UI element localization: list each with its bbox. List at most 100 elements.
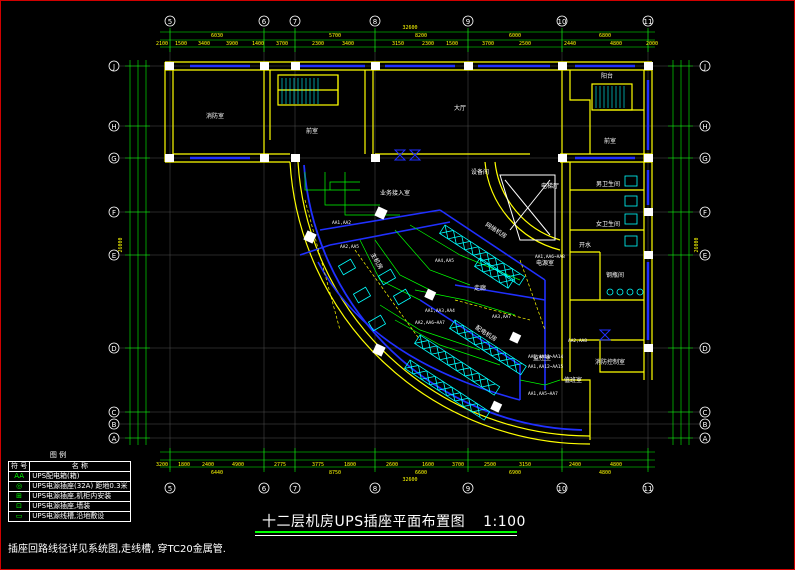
dim-bottom-small-1: 3200 [156,462,168,468]
dim-top-small-7: 2300 [312,41,324,47]
dim-top-seg-5: 6800 [599,33,611,39]
axis-left-A: A [112,435,117,443]
room-antechamber-1: 前室 [306,127,318,135]
legend-name: UPS电源插座,墙装 [29,501,131,512]
circuit-label-1: AA1,AA2 [332,220,351,226]
circuit-label-3: AA4,AA5 [435,258,454,264]
circuit-label-5: AA2,AA6~AA7 [415,320,445,326]
drawing-title: 十二层机房UPS插座平面布置图 [262,514,466,530]
axis-top-8: 8 [373,18,377,26]
axis-right-F: F [703,209,707,217]
machine-room-walls [299,209,546,401]
dim-top-total: 32600 [402,25,417,31]
room-power: 电源室 [536,259,554,267]
legend: 图 例 符 号 名 称 AA UPS配电箱(箱) ◎ UPS电源插座(32A) … [7,450,131,522]
circuit-label-7: AA3,AA7 [492,314,511,320]
dim-bottom-small-10: 3700 [452,462,464,468]
dim-bottom-small-14: 4800 [610,462,622,468]
room-main: 主机房 [369,251,385,271]
axis-left-B: B [112,421,117,429]
axis-right-A: A [703,435,708,443]
axis-top-10: 10 [558,18,567,26]
dim-top-small-12: 3700 [482,41,494,47]
dim-left-total: 26000 [118,237,124,252]
dimension-ticks [125,28,693,472]
dim-top-small-15: 4800 [610,41,622,47]
circuit-label-9: AA1,AA12~AA15 [528,364,564,370]
door-symbols [393,149,612,341]
dim-bottom-seg-4: 6900 [509,470,521,476]
dim-top-small-14: 2440 [564,41,576,47]
legend-symbol-cable-tray-icon: ▭ [7,511,31,522]
axis-bottom-6: 6 [262,485,267,493]
circuit-label-8: AA1,AA11~AA14 [528,354,564,360]
dim-right-total: 26000 [694,237,700,252]
room-antechamber-2: 前室 [604,137,616,145]
room-balcony: 阳台 [601,72,613,80]
socket-symbols [303,206,522,413]
axis-bottom-10: 10 [558,485,567,493]
dim-bottom-seg-5: 4800 [599,470,611,476]
circuit-label-2: AA2,AA5 [340,244,359,250]
dim-bottom-small-13: 2400 [569,462,581,468]
dim-bottom-small-4: 4900 [232,462,244,468]
room-monitor: 监控室 [533,354,551,362]
axis-top-9: 9 [466,18,470,26]
top-dimension-lines [129,31,690,468]
elevator-core [499,174,556,241]
axis-right-J: J [703,63,706,71]
axis-right-B: B [703,421,708,429]
room-fire-control: 消防控制室 [595,358,625,366]
drawing-note: 插座回路线径详见系统图,走线槽, 穿TC20金属管. [8,544,226,555]
room-network: 网络机房 [484,220,508,240]
axis-bottom-5: 5 [168,485,172,493]
dim-top-small-9: 3150 [392,41,404,47]
dim-top-small-5: 1400 [252,41,264,47]
legend-symbol-socket-32a-icon: ◎ [7,481,31,492]
axis-bottom-7: 7 [293,485,297,493]
axis-right-D: D [702,345,707,353]
stairs [281,78,625,108]
room-elevator-hall: 电梯厅 [541,182,559,190]
legend-symbol-rack-socket-icon: ⊞ [7,491,31,502]
equipment-racks [337,175,644,421]
room-access: 业务接入室 [380,189,410,197]
axis-left-J: J [112,63,115,71]
dim-top-small-11: 1500 [446,41,458,47]
room-mens-wc: 男卫生间 [596,180,620,188]
legend-col-name: 名 称 [29,461,131,472]
axis-right-E: E [703,252,707,260]
room-duty: 值班室 [564,376,582,384]
dim-top-small-8: 3400 [342,41,354,47]
dim-bottom-small-5: 2775 [274,462,286,468]
room-equipment: 设备间 [471,168,489,176]
axis-bottom-8: 8 [373,485,377,493]
dim-bottom-seg-2: 8750 [329,470,341,476]
axis-left-E: E [112,252,116,260]
dim-bottom-small-8: 2600 [386,462,398,468]
axis-top-11: 11 [644,18,653,26]
walls [164,61,653,445]
dim-bottom-small-7: 1800 [344,462,356,468]
legend-name: UPS电源插座(32A) 距地0.3米 [29,481,131,492]
columns [165,62,653,352]
circuit-label-11: AA1,AA5~AA7 [528,391,558,397]
dim-top-small-3: 3400 [198,41,210,47]
legend-side-note: 距地0.3米 [95,482,128,491]
axis-left-C: C [112,409,117,417]
dim-bottom-seg-3: 6600 [415,470,427,476]
circuit-label-4: AA1,AA3,AA4 [425,308,455,314]
cable-routes [304,172,561,386]
dim-top-small-6: 3700 [276,41,288,47]
axis-left-G: G [111,155,116,163]
dim-bottom-small-11: 2500 [484,462,496,468]
dim-bottom-small-9: 1600 [422,462,434,468]
axis-top-6: 6 [262,18,267,26]
dim-top-small-2: 1500 [175,41,187,47]
axis-top-5: 5 [168,18,172,26]
room-womens-wc: 女卫生间 [596,220,620,228]
axis-left-D: D [111,345,116,353]
dim-top-small-4: 3900 [226,41,238,47]
dim-top-small-10: 2300 [422,41,434,47]
